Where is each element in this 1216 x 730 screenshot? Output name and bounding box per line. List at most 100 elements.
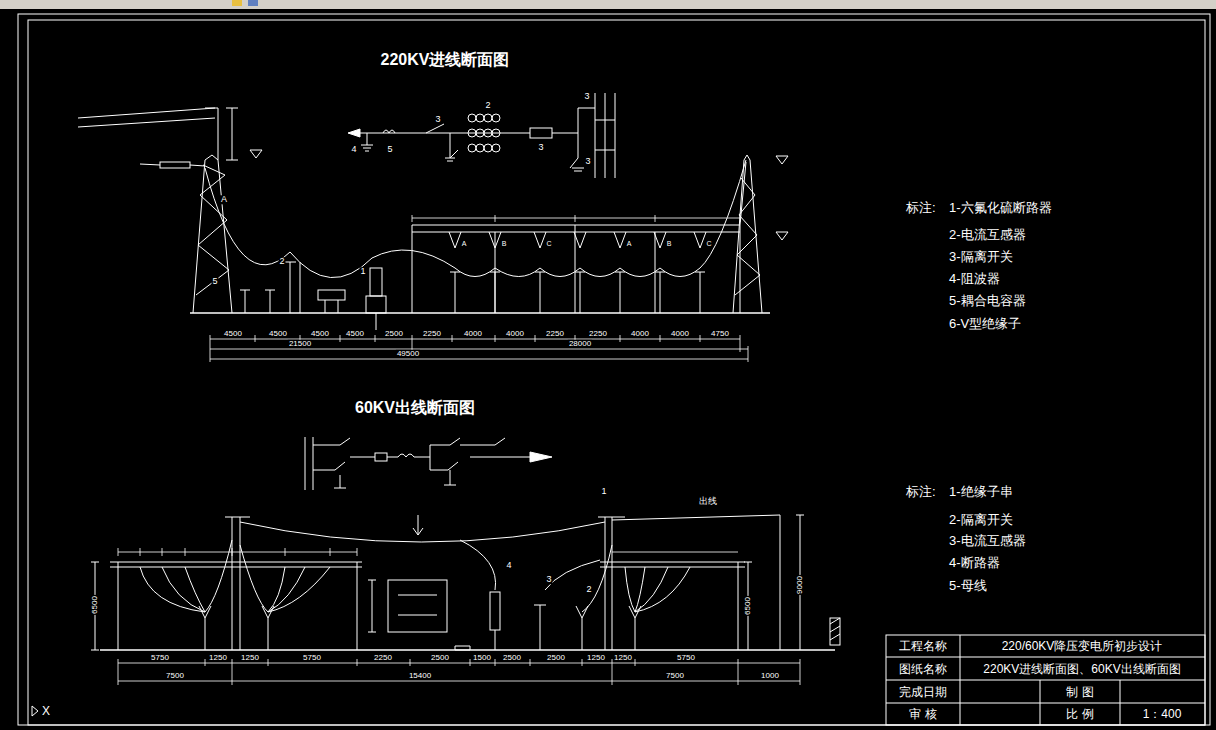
phase-letter: B <box>501 240 508 247</box>
dimension: 2500 <box>502 654 522 662</box>
window-chrome-part <box>0 0 1216 9</box>
outgoing-section-part <box>830 618 840 640</box>
incoming-dimensions-part <box>412 215 740 222</box>
outgoing-section-part <box>413 515 423 535</box>
outgoing-section-part <box>225 517 625 518</box>
outgoing-section-part <box>205 618 635 650</box>
callout-number: 3 <box>545 575 552 584</box>
legend-text: 5-母线 <box>948 579 988 593</box>
incoming-single-line-part <box>484 114 492 122</box>
incoming-section-part <box>455 272 700 313</box>
incoming-section-part <box>140 164 205 166</box>
incoming-section-part <box>776 156 788 240</box>
incoming-single-line-part <box>348 129 360 137</box>
incoming-single-line-part <box>492 129 500 137</box>
incoming-dimensions-part <box>210 335 748 362</box>
outgoing-section-part <box>495 560 600 650</box>
dimension: 5750 <box>150 654 170 662</box>
incoming-single-line-part <box>530 128 552 138</box>
title-block-cell: 1：400 <box>1142 708 1183 721</box>
outgoing-section-part <box>91 515 804 650</box>
outgoing-single-line <box>305 437 552 490</box>
incoming-single-line-part <box>484 129 492 137</box>
incoming-section-part <box>412 225 740 313</box>
phase-letter: A <box>626 240 633 247</box>
dimension: 6500 <box>744 596 752 616</box>
incoming-section-part <box>205 160 746 278</box>
title-block-cell: 完成日期 <box>898 686 948 699</box>
callout-number: 2 <box>585 585 592 594</box>
incoming-single-line-part <box>492 114 500 122</box>
incoming-single-line-part <box>468 144 476 152</box>
dimension: 49500 <box>396 350 420 358</box>
dimension: 4500 <box>310 330 330 338</box>
callout-number: 4 <box>505 561 512 570</box>
outgoing-section-part <box>140 540 232 612</box>
outgoing-single-line-part <box>530 452 552 462</box>
phase-letter: A <box>461 240 468 247</box>
title-block-cell: 制 图 <box>1065 686 1094 699</box>
title-block-cell: 工程名称 <box>898 640 948 653</box>
dimension: 6500 <box>91 595 99 615</box>
outgoing-single-line-part <box>305 437 313 490</box>
incoming-single-line-part <box>484 144 492 152</box>
dimension: 4000 <box>463 330 483 338</box>
phase-letter: C <box>705 240 712 247</box>
dimension: 1000 <box>760 672 780 680</box>
window-chrome-part <box>232 0 242 6</box>
phase-letter: C <box>545 240 552 247</box>
legend-heading: 标注: <box>905 485 937 499</box>
incoming-section-part <box>325 300 338 313</box>
incoming-single-line-part <box>468 129 476 137</box>
dimension: 4000 <box>630 330 650 338</box>
legend-text: 1-绝缘子串 <box>948 485 1014 499</box>
outgoing-single-line-part <box>444 470 456 485</box>
dimension: 1250 <box>208 654 228 662</box>
callout-number: 1 <box>359 267 366 276</box>
legend-text: 1-六氟化硫断路器 <box>948 201 1053 215</box>
outgoing-dimensions-part <box>118 659 800 685</box>
incoming-section-part <box>740 162 746 225</box>
incoming-single-line-part <box>476 114 484 122</box>
dimension: 1250 <box>240 654 260 662</box>
callout-letter: A <box>220 195 228 204</box>
dimension: 2500 <box>546 654 566 662</box>
window-chrome-part <box>248 0 258 6</box>
incoming-section-part <box>226 108 238 160</box>
incoming-section-part <box>366 296 386 313</box>
title-block-cell: 比 例 <box>1065 708 1094 721</box>
outgoing-section-part <box>118 517 738 650</box>
incoming-single-line-part <box>468 114 476 122</box>
callout-number: 3 <box>434 115 441 124</box>
ucs-icon-part <box>32 706 38 716</box>
outgoing-single-line-part <box>313 438 350 488</box>
legend-text: 2-电流互感器 <box>948 228 1027 242</box>
legend-text: 6-V型绝缘子 <box>948 317 1022 331</box>
dimension: 5750 <box>302 654 322 662</box>
incoming-section-part <box>449 232 706 248</box>
outgoing-section-part <box>455 646 470 650</box>
incoming-single-line-part <box>426 124 458 161</box>
dimension: 4000 <box>670 330 690 338</box>
title-block-cell: 审 核 <box>908 708 937 721</box>
outgoing-section-part <box>830 618 840 645</box>
outgoing-section-part <box>582 545 690 612</box>
incoming-section-part <box>735 178 760 295</box>
incoming-single-line <box>348 93 615 178</box>
title-block <box>886 635 1205 725</box>
incoming-single-line-part <box>570 108 595 171</box>
outgoing-section-part <box>240 522 605 542</box>
incoming-section-part <box>376 313 377 330</box>
dimension: 15400 <box>408 672 432 680</box>
incoming-section <box>78 108 788 330</box>
dimension: 21500 <box>288 340 312 348</box>
callout-number: 4 <box>350 145 357 154</box>
incoming-dimensions <box>210 215 748 362</box>
callout-number: 2 <box>484 101 491 110</box>
dimension: 4500 <box>223 330 243 338</box>
outgoing-section-part <box>460 540 496 590</box>
phase-letter: B <box>666 240 673 247</box>
incoming-section-part <box>196 165 229 295</box>
outgoing-dimensions <box>118 548 800 685</box>
